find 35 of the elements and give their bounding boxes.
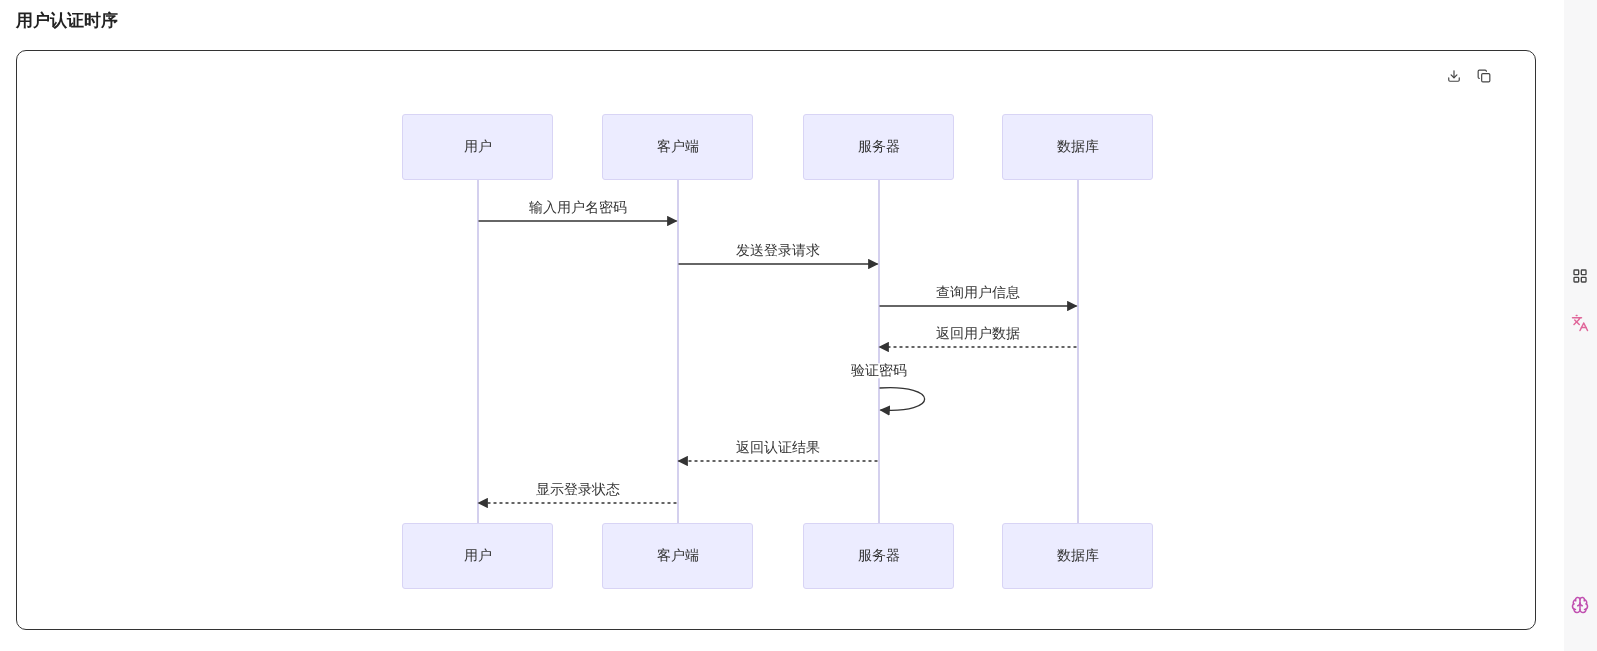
participant-name: 服务器 [857,547,900,565]
message-arrow [477,215,678,227]
participant-name: 客户端 [656,547,699,565]
participant-name: 客户端 [656,138,699,156]
edge-label: 输入用户名密码 [526,200,629,216]
participant-box [602,114,753,180]
participant-name: 用户 [463,138,492,156]
edge-label: 发送登录请求 [734,243,822,259]
message-arrow [677,455,879,467]
message-arrow [878,300,1078,312]
participant-name: 服务器 [857,138,900,156]
participant-box [1002,114,1153,180]
edge-label: 验证密码 [848,363,909,379]
diagram-title: 用户认证时序 [16,9,118,32]
edge-label: 显示登录状态 [533,482,622,498]
lifeline [877,180,880,523]
participant-box [803,523,954,589]
participant-name: 用户 [463,547,492,565]
participant-box [803,114,954,180]
message-arrow [477,497,678,509]
edge-label: 查询用户信息 [934,285,1022,301]
lifeline [676,180,679,523]
participant-box [1002,523,1153,589]
message-arrow [878,387,926,416]
lifeline [476,180,479,523]
lifeline [1076,180,1079,523]
edge-label: 返回用户数据 [934,326,1022,342]
participant-box [402,114,553,180]
message-arrow [677,258,879,270]
participant-name: 数据库 [1056,138,1099,156]
participant-box [602,523,753,589]
participant-name: 数据库 [1056,547,1099,565]
message-arrow [878,341,1078,353]
participant-box [402,523,553,589]
edge-label: 返回认证结果 [734,440,822,456]
